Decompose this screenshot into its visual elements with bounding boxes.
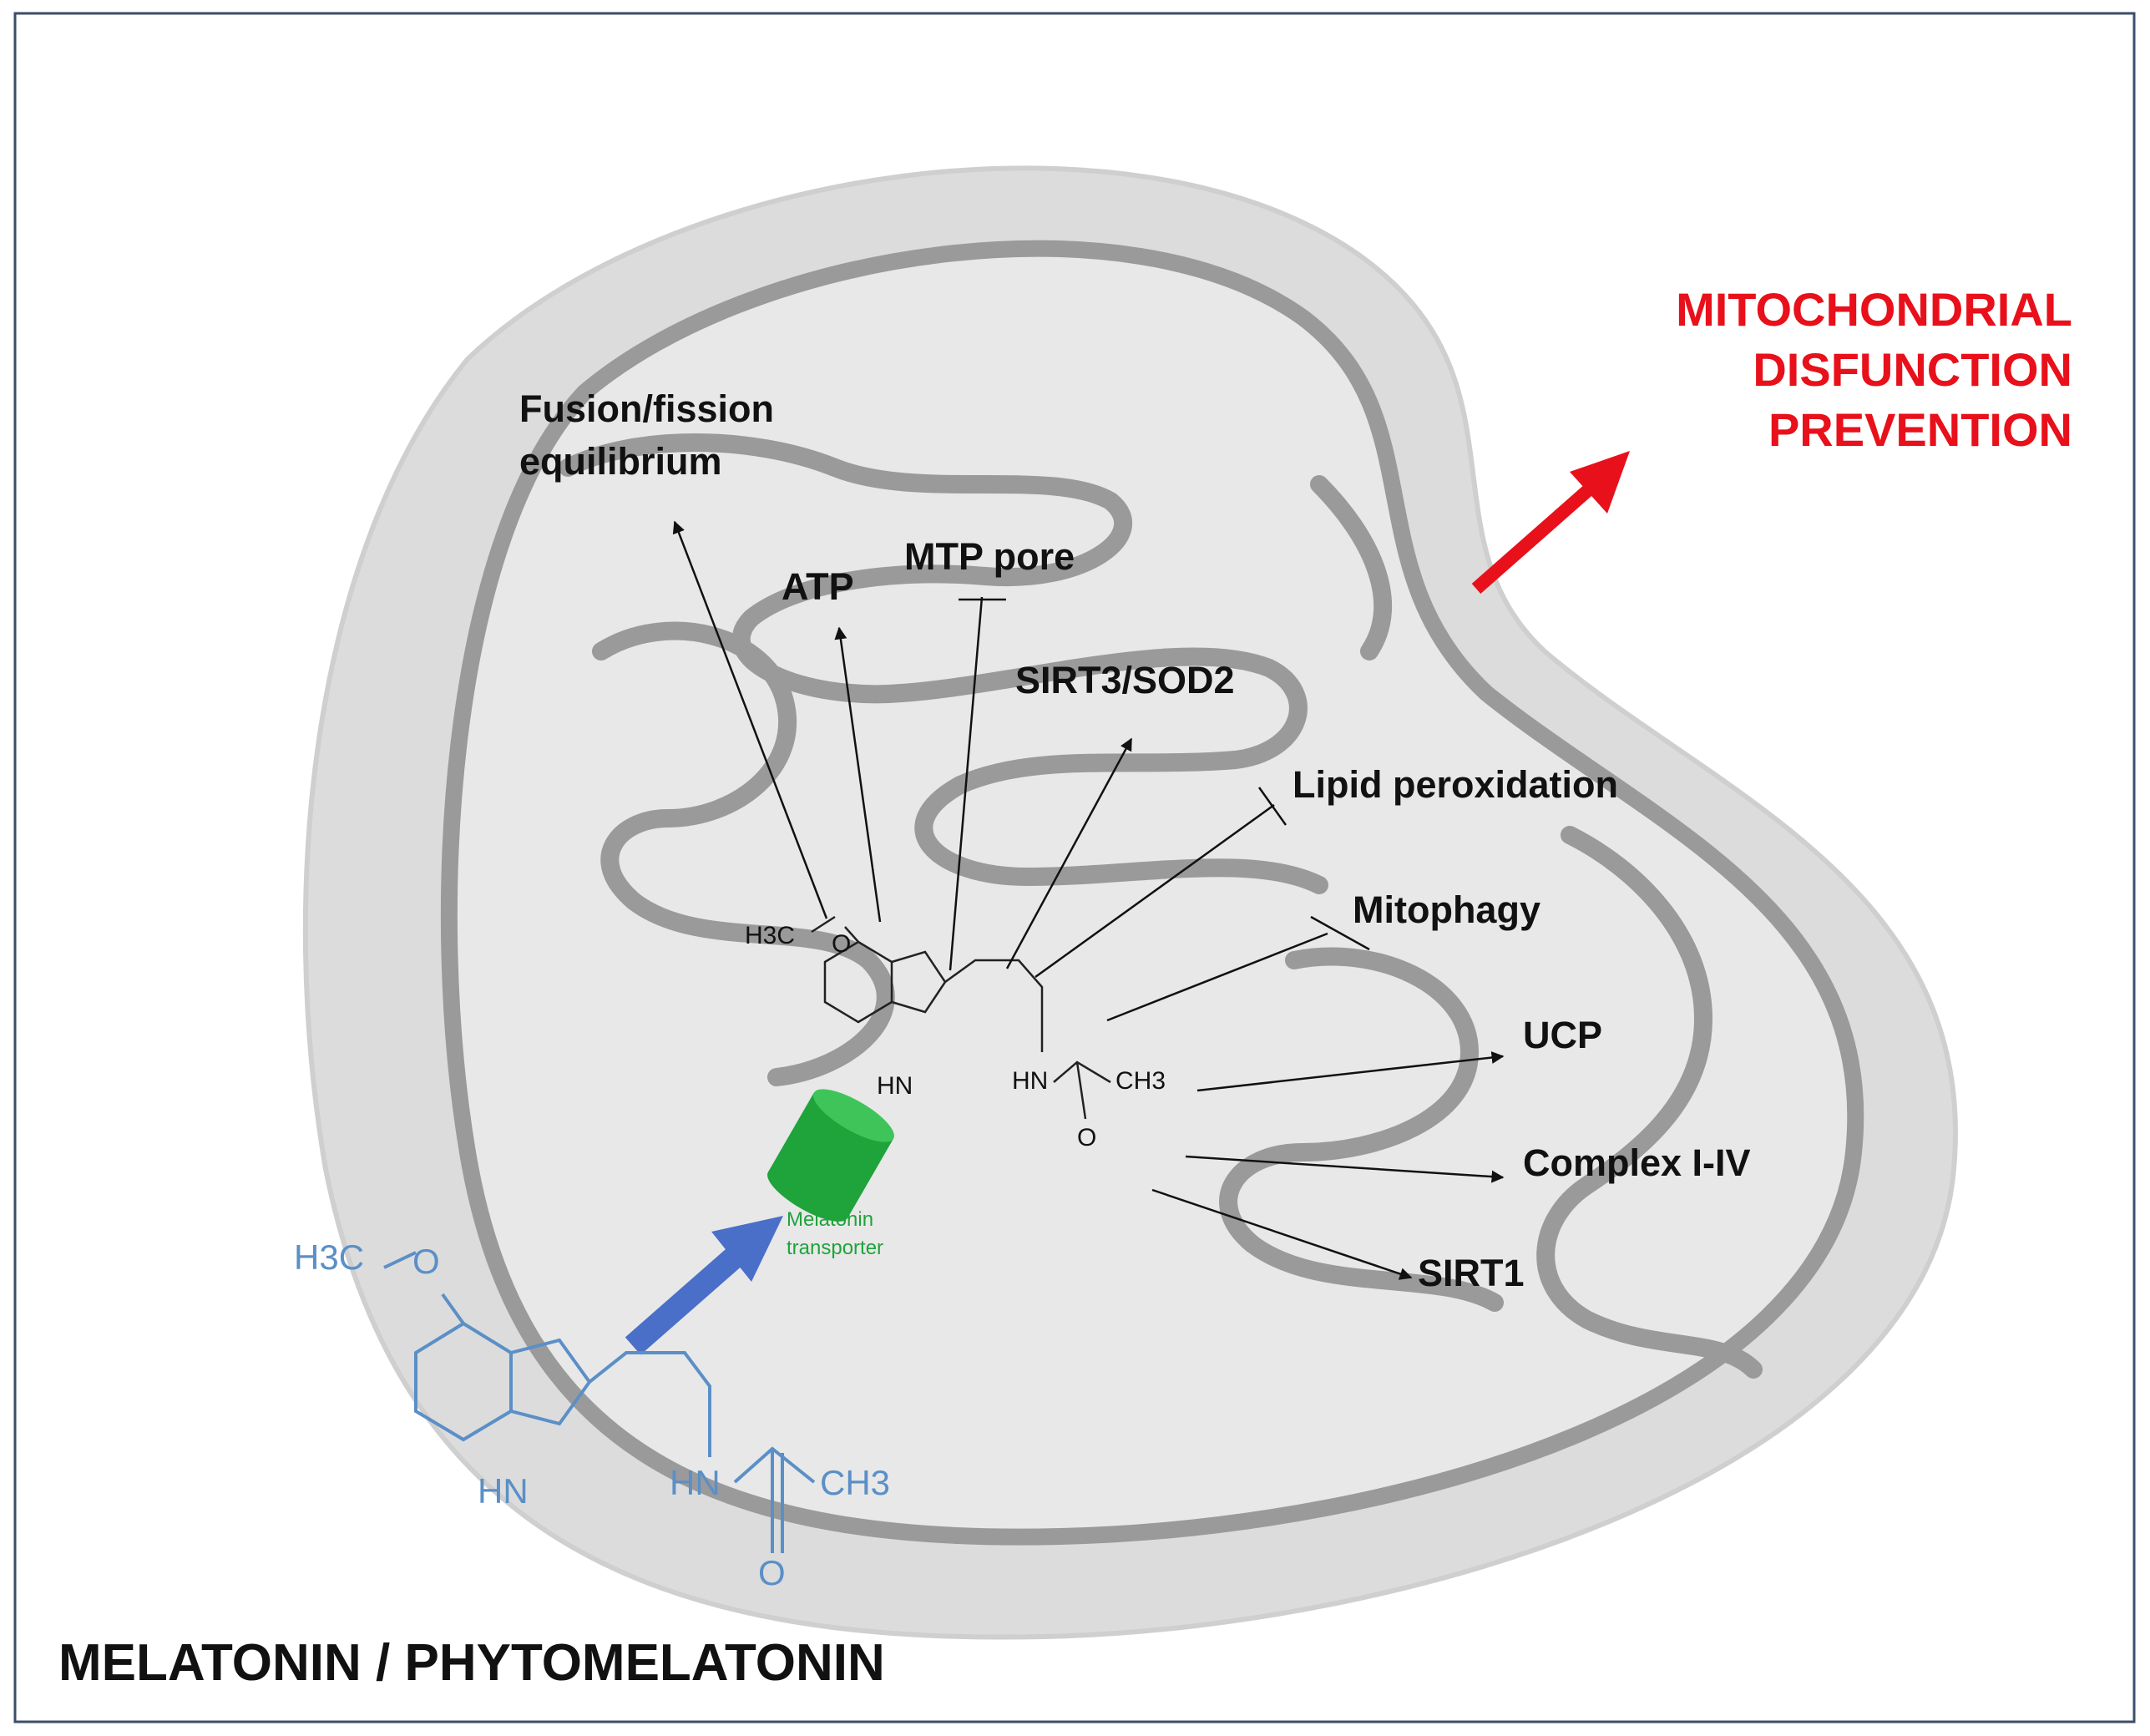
outcome-arrow — [1471, 451, 1630, 595]
molecule-outside-oxygen: O — [412, 1242, 440, 1281]
label-ucp: UCP — [1523, 1014, 1602, 1056]
melatonin-molecule-outside — [383, 1251, 816, 1553]
effect-arrows — [672, 520, 1505, 1280]
inhibit-lipid-peroxidation-bar — [1257, 787, 1287, 826]
molecule-inside-methyl: CH3 — [1115, 1067, 1166, 1095]
transporter-label-line1: Melatonin — [787, 1208, 873, 1231]
label-sirt1: SIRT1 — [1418, 1252, 1525, 1294]
molecule-outside-carbonyl-o: O — [758, 1553, 786, 1592]
molecule-inside-oxygen: O — [832, 930, 851, 958]
inhibit-mitophagy-bar — [1310, 915, 1370, 951]
melatonin-transporter-icon — [767, 1089, 894, 1222]
melatonin-molecule-inside — [811, 915, 1111, 1120]
molecule-inside-indole-nh: HN — [877, 1072, 913, 1100]
molecule-outside-methyl: CH3 — [820, 1463, 890, 1502]
inhibit-mitophagy — [1106, 932, 1328, 1022]
label-complex: Complex I-IV — [1523, 1141, 1751, 1184]
arrow-atp — [834, 626, 882, 923]
molecule-inside-methoxy: H3C — [745, 922, 795, 949]
outcome-line-2: DISFUNCTION — [1753, 343, 2072, 396]
arrow-fusion-fission — [672, 520, 828, 919]
label-mitophagy: Mitophagy — [1353, 888, 1540, 931]
molecule-inside-carbonyl-o: O — [1077, 1124, 1096, 1151]
melatonin-influx-arrow — [625, 1216, 783, 1355]
inhibit-mtp-pore — [949, 596, 984, 971]
label-equilibrium: equilibrium — [519, 440, 722, 483]
label-fusion-fission: Fusion/fission — [519, 387, 774, 430]
molecule-outside-amide-nh: HN — [670, 1463, 721, 1502]
outcome-line-1: MITOCHONDRIAL — [1676, 283, 2072, 336]
label-mtp-pore: MTP pore — [904, 535, 1075, 578]
arrow-ucp — [1196, 1051, 1505, 1092]
label-sirt3-sod2: SIRT3/SOD2 — [1015, 659, 1235, 701]
molecule-inside-amide-nh: HN — [1012, 1067, 1048, 1095]
transporter-label-line2: transporter — [787, 1237, 883, 1259]
outcome-line-3: PREVENTION — [1768, 403, 2072, 456]
inhibit-lipid-peroxidation — [1035, 803, 1275, 979]
molecule-outside-indole-nh: HN — [478, 1471, 529, 1511]
arrow-complex — [1185, 1155, 1505, 1183]
label-lipid-peroxidation: Lipid peroxidation — [1293, 763, 1618, 806]
molecule-outside-methoxy: H3C — [294, 1237, 364, 1277]
arrow-sirt1 — [1151, 1188, 1413, 1280]
caption: MELATONIN / PHYTOMELATONIN — [58, 1634, 885, 1692]
cristae — [559, 433, 1763, 1379]
arrow-sirt3-sod2 — [1005, 737, 1133, 969]
label-atp: ATP — [782, 565, 854, 608]
